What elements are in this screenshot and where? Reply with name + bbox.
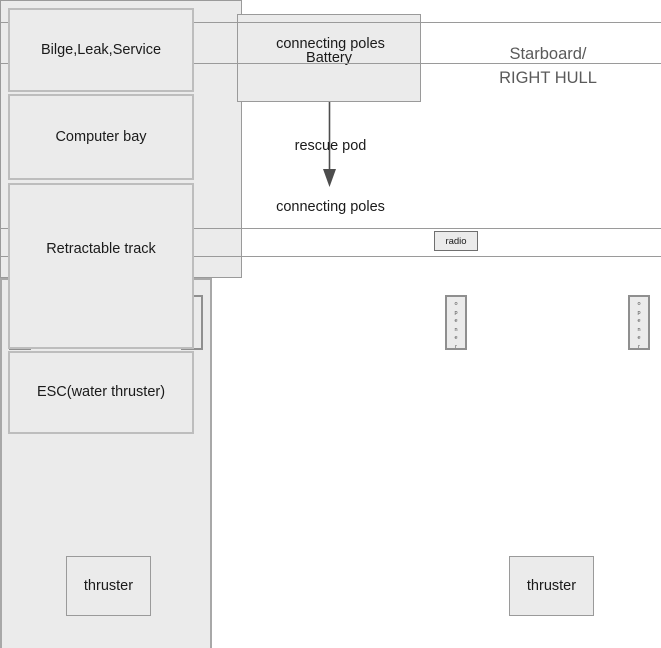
left-thruster[interactable]: thruster <box>66 556 151 616</box>
right-retractable-track-label: Retractable track <box>46 241 156 257</box>
center-divider-4 <box>0 256 661 257</box>
right-thruster[interactable]: thruster <box>509 556 594 616</box>
right-esc-water-thruster[interactable]: ESC(water thruster) <box>8 351 194 434</box>
right-retractable-track[interactable]: Retractable track <box>8 183 194 349</box>
center-divider-3 <box>0 228 661 229</box>
center-divider-1 <box>0 22 661 23</box>
right-computer-bay[interactable]: Computer bay <box>8 94 194 180</box>
radio-badge[interactable]: radio <box>434 231 478 251</box>
connecting-poles-bottom-label: connecting poles <box>276 199 385 215</box>
battery-box[interactable]: Battery <box>237 14 421 102</box>
right-bilge-leak-service[interactable]: Bilge,Leak,Service <box>8 8 194 92</box>
rescue-pod-label: rescue pod <box>294 138 367 154</box>
center-divider-2 <box>0 63 661 64</box>
right-hull-title: Starboard/ RIGHT HULL <box>499 45 597 87</box>
connecting-poles-top-label: connecting poles <box>276 36 385 52</box>
